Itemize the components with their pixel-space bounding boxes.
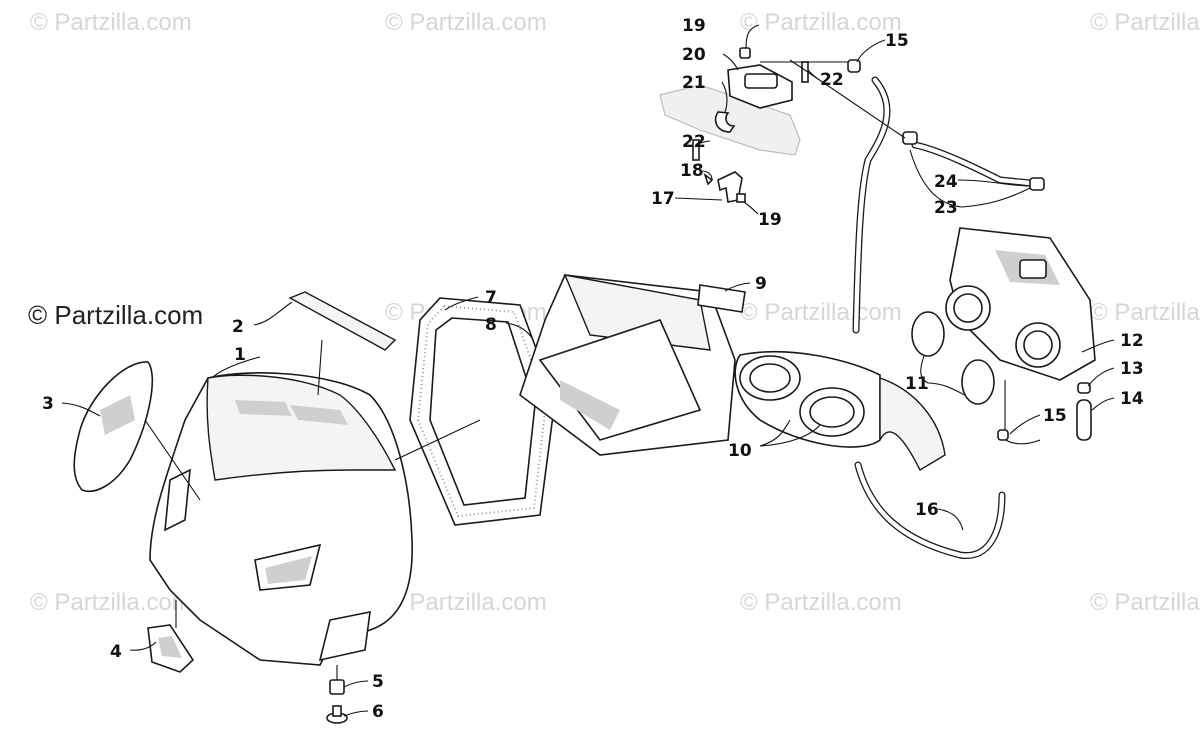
watermark-main: © Partzilla.com bbox=[28, 300, 203, 330]
speed-nut bbox=[329, 679, 345, 695]
watermark-text: © Partzilla.com bbox=[385, 589, 547, 616]
callout-label: 12 bbox=[1120, 331, 1144, 351]
callout-label: 22 bbox=[820, 70, 844, 90]
watermark-text: © Partzilla.com bbox=[30, 9, 192, 36]
air-intake-housing bbox=[519, 274, 736, 456]
callout-label: 14 bbox=[1120, 389, 1144, 409]
watermark-text: © Partzilla.com bbox=[1090, 9, 1200, 36]
callout-label: 11 bbox=[905, 374, 929, 394]
filter-gasket bbox=[409, 297, 556, 526]
callout-label: 22 bbox=[682, 132, 706, 152]
side-vent-grille bbox=[73, 361, 154, 492]
watermark-text: © Partzilla.com bbox=[1090, 589, 1200, 616]
watermark-text: © Partzilla.com bbox=[740, 9, 902, 36]
hose-clamp bbox=[961, 359, 995, 405]
throttle-body bbox=[945, 227, 1096, 381]
vent-line bbox=[854, 429, 1009, 559]
watermark-text: © Partzilla.com bbox=[740, 299, 902, 326]
callout-labels: 2 1 3 4 5 6 7 8 9 10 11 12 13 14 15 16 1… bbox=[42, 16, 1144, 722]
leader-lines bbox=[61, 24, 1115, 717]
small-hose-clamp bbox=[1077, 382, 1091, 394]
callout-label: 16 bbox=[915, 500, 939, 520]
callout-label: 4 bbox=[110, 642, 122, 662]
callout-label: 19 bbox=[758, 210, 782, 230]
mounting-bracket-assembly bbox=[659, 47, 809, 203]
hose-clamp bbox=[911, 311, 945, 357]
callout-label: 19 bbox=[682, 16, 706, 36]
hood-panel bbox=[149, 372, 413, 666]
watermark-text: © Partzilla.com bbox=[30, 589, 192, 616]
callout-label: 23 bbox=[934, 198, 958, 218]
callout-label: 15 bbox=[885, 31, 909, 51]
callout-label: 9 bbox=[755, 274, 767, 294]
callout-label: 21 bbox=[682, 73, 706, 93]
callout-label: 24 bbox=[934, 172, 958, 192]
lower-vent-bezel bbox=[147, 624, 195, 673]
hood-seal-strip bbox=[288, 291, 397, 351]
callout-label: 6 bbox=[372, 702, 384, 722]
callout-label: 5 bbox=[372, 672, 384, 692]
watermark-text: © Partzilla.com bbox=[385, 9, 547, 36]
callout-label: 15 bbox=[1043, 406, 1067, 426]
callout-label: 18 bbox=[680, 161, 704, 181]
filter-decal bbox=[697, 284, 746, 313]
callout-label: 3 bbox=[42, 394, 54, 414]
vent-tube bbox=[1076, 399, 1092, 441]
callout-label: 13 bbox=[1120, 359, 1144, 379]
callout-label: 7 bbox=[485, 288, 497, 308]
callout-label: 17 bbox=[651, 189, 675, 209]
callout-label: 2 bbox=[232, 317, 244, 337]
vent-hose-assembly bbox=[847, 59, 1045, 334]
watermark-text: © Partzilla.com bbox=[740, 589, 902, 616]
callout-label: 20 bbox=[682, 45, 706, 65]
callout-label: 10 bbox=[728, 441, 752, 461]
watermark-text: © Partzilla.com bbox=[1090, 299, 1200, 326]
intake-boots bbox=[734, 350, 946, 471]
callout-label: 8 bbox=[485, 315, 497, 335]
callout-label: 1 bbox=[234, 345, 246, 365]
